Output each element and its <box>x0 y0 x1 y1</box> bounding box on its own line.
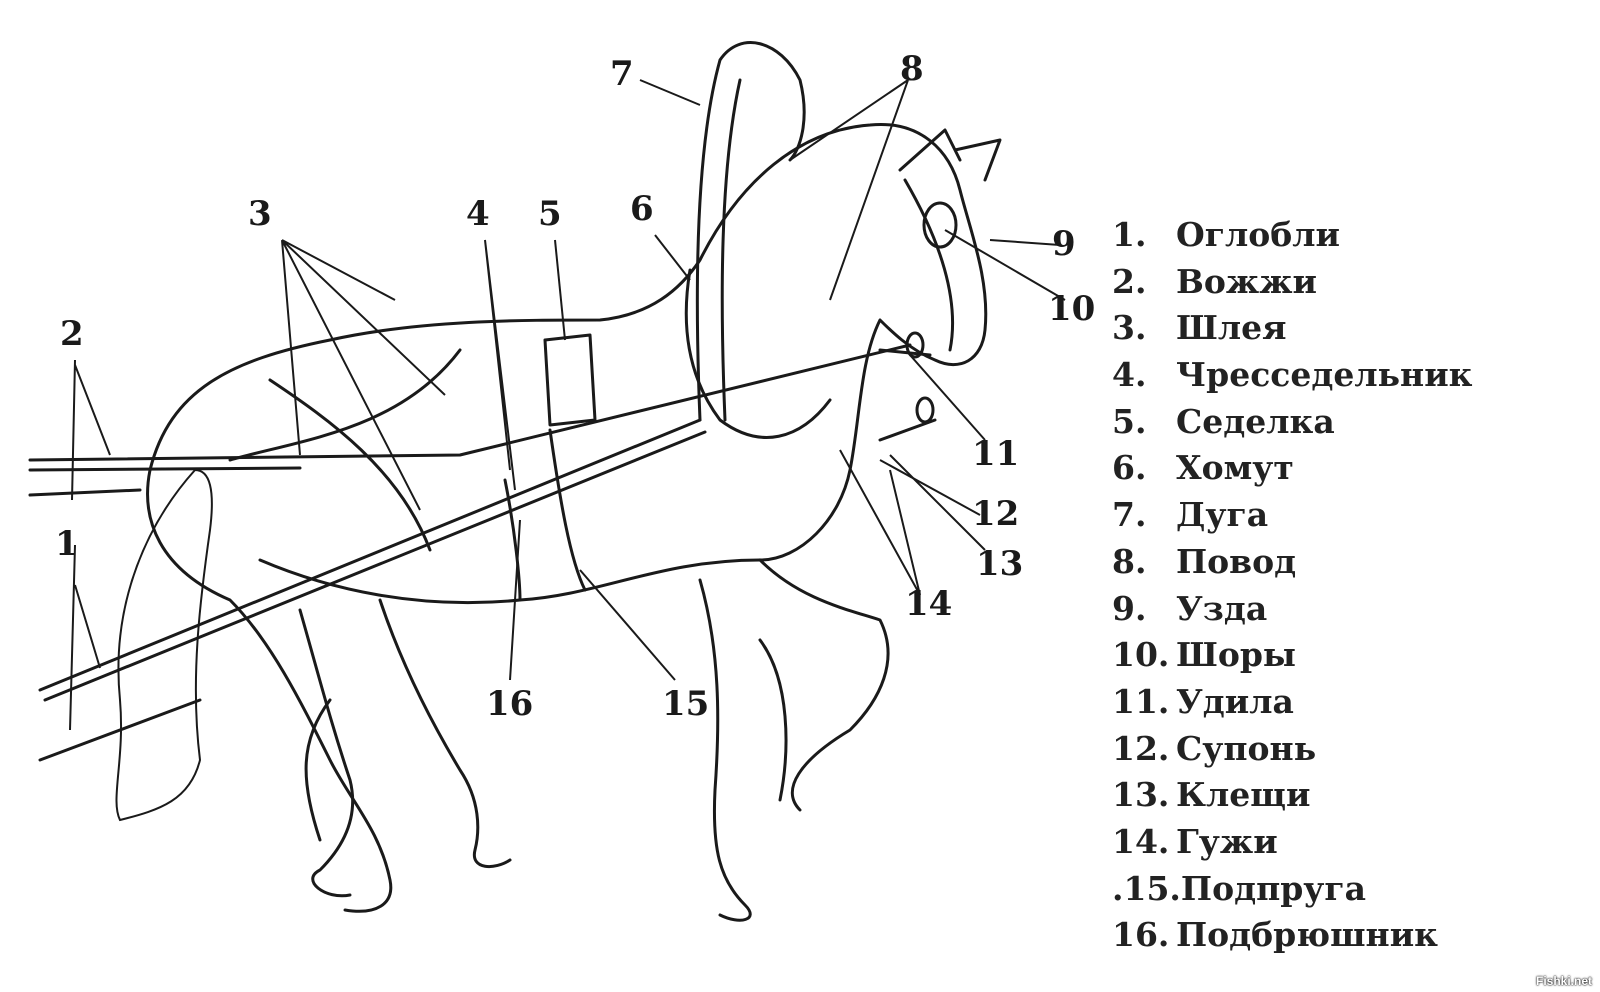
legend-item: 10.Шоры <box>1112 632 1473 679</box>
legend-num: 3. <box>1112 308 1147 348</box>
callout-10: 10 <box>1048 289 1095 329</box>
horse-drawing <box>115 41 1002 922</box>
legend-label: Шоры <box>1176 635 1297 675</box>
legend-num: 14. <box>1112 821 1170 861</box>
legend-label: Оглобли <box>1176 215 1341 254</box>
callout-8: 8 <box>900 49 924 89</box>
callout-14: 14 <box>905 584 952 624</box>
legend-label: Седелка <box>1176 401 1335 441</box>
shaft-left <box>38 418 707 702</box>
legend-label: Повод <box>1176 541 1297 581</box>
reins-line <box>28 343 912 462</box>
callout-15: 15 <box>662 684 709 724</box>
callout-4: 4 <box>466 194 490 234</box>
legend-label: Вожжи <box>1176 261 1318 301</box>
callout-3: 3 <box>248 194 272 234</box>
legend-item: 12.Супонь <box>1112 726 1473 773</box>
legend-item: 3. Шлея <box>1112 305 1473 352</box>
callout-5: 5 <box>538 194 562 234</box>
callout-16: 16 <box>486 684 533 724</box>
legend-item: 4. Чресседельник <box>1112 352 1473 399</box>
callout-6: 6 <box>630 189 654 229</box>
legend-num: 16. <box>1112 915 1170 955</box>
legend-num: .15. <box>1112 868 1181 908</box>
legend-item: 9. Узда <box>1112 586 1473 633</box>
legend-num: 4. <box>1112 355 1147 395</box>
legend-num: 6. <box>1112 448 1147 488</box>
legend-num: 9. <box>1112 588 1147 628</box>
callout-7: 7 <box>610 54 634 94</box>
leader-lines <box>69 79 1066 731</box>
legend-label: Подпруга <box>1180 868 1367 908</box>
callout-9: 9 <box>1052 224 1076 264</box>
callout-2: 2 <box>60 314 84 354</box>
legend-label: Подбрюшник <box>1176 915 1439 955</box>
legend-num: 5. <box>1112 401 1147 441</box>
legend-item: 13.Клещи <box>1112 772 1473 819</box>
legend-label: Клещи <box>1176 775 1311 815</box>
callout-numbers: 1 2 3 4 5 6 7 8 9 10 11 12 13 14 15 16 <box>55 49 1095 724</box>
callout-11: 11 <box>972 434 1019 474</box>
legend-item: 1. Оглобли <box>1112 212 1473 259</box>
legend-num: 10. <box>1112 635 1170 675</box>
legend-label: Удила <box>1176 681 1294 721</box>
legend-num: 2. <box>1112 261 1147 301</box>
legend-item: 16.Подбрюшник <box>1112 912 1473 959</box>
legend-num: 13. <box>1112 775 1170 815</box>
legend: 1. Оглобли 2. Вожжи 3. Шлея 4. Чресседельник… <box>1112 212 1473 959</box>
shafts-and-reins <box>28 331 937 762</box>
legend-item: 7. Дуга <box>1112 492 1473 539</box>
legend-num: 8. <box>1112 541 1147 581</box>
watermark: Fishki.net <box>1535 974 1592 988</box>
legend-item: 11.Удила <box>1112 679 1473 726</box>
legend-num: 1. <box>1112 215 1147 254</box>
legend-item: 2. Вожжи <box>1112 259 1473 306</box>
legend-label: Хомут <box>1176 448 1294 488</box>
legend-label: Шлея <box>1176 308 1287 348</box>
legend-item: 6. Хомут <box>1112 445 1473 492</box>
legend-label: Дуга <box>1176 495 1269 535</box>
legend-label: Супонь <box>1176 728 1317 768</box>
callout-12: 12 <box>972 494 1019 534</box>
legend-item: 14.Гужи <box>1112 819 1473 866</box>
legend-num: 7. <box>1112 495 1147 535</box>
legend-num: 12. <box>1112 728 1170 768</box>
callout-13: 13 <box>976 544 1023 584</box>
legend-item: 5. Седелка <box>1112 399 1473 446</box>
legend-label: Гужи <box>1176 821 1278 861</box>
legend-label: Узда <box>1176 588 1268 628</box>
legend-item: .15.Подпруга <box>1112 866 1473 913</box>
callout-1: 1 <box>55 524 79 564</box>
legend-item: 8. Повод <box>1112 539 1473 586</box>
legend-num: 11. <box>1112 681 1170 721</box>
legend-label: Чресседельник <box>1176 355 1473 395</box>
